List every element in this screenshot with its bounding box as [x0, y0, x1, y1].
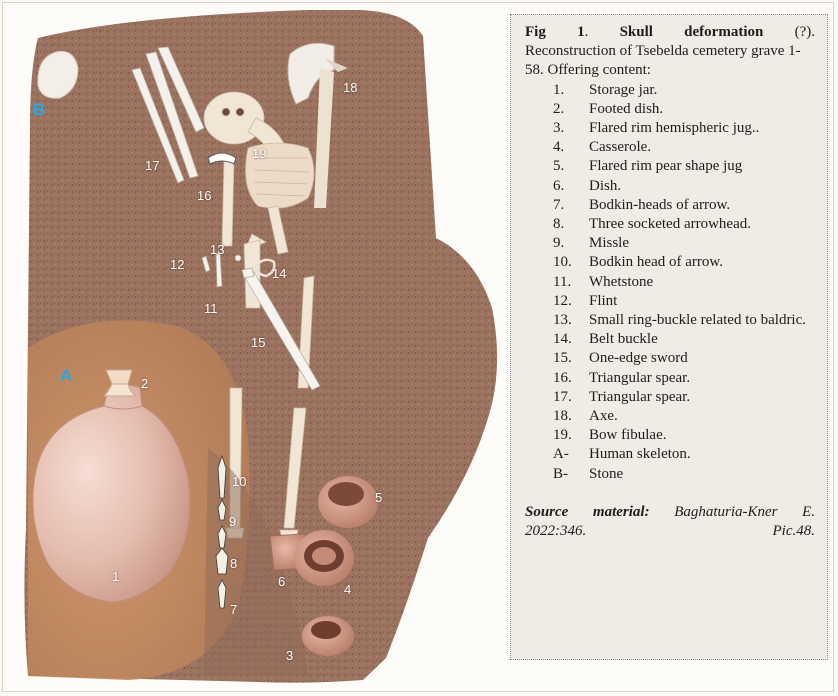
label-7: 7: [230, 602, 237, 617]
list-item: 15.One-edge sword: [553, 349, 815, 368]
label-8: 8: [230, 556, 237, 571]
label-17: 17: [145, 158, 159, 173]
source-note: Source material: Baghaturia-Kner E. 2022…: [525, 503, 815, 541]
label-15: 15: [251, 335, 265, 350]
list-item-text: Bodkin-heads of arrow.: [589, 196, 815, 215]
list-item-text: Flared rim pear shape jug: [589, 157, 815, 176]
list-item-key: 16.: [553, 369, 589, 388]
label-9: 9: [229, 514, 236, 529]
list-item-key: 1.: [553, 81, 589, 100]
jug-5: [318, 476, 378, 528]
caption-text: Reconstruction of Tsebelda cemetery grav…: [525, 42, 815, 80]
label-1: 1: [112, 569, 119, 584]
list-item-text: Bow fibulae.: [589, 426, 815, 445]
list-item-key: A-: [553, 445, 589, 464]
list-item-key: 4.: [553, 138, 589, 157]
list-item-text: Three socketed arrowhead.: [589, 215, 815, 234]
label-2: 2: [141, 376, 148, 391]
list-item-text: Triangular spear.: [589, 388, 815, 407]
source-label: Source material:: [525, 504, 650, 520]
list-item-key: 17.: [553, 388, 589, 407]
list-item-key: B-: [553, 465, 589, 484]
figure-caption: Fig 1. Skull deformation (?). Reconstruc…: [510, 14, 828, 660]
list-item-key: 12.: [553, 292, 589, 311]
list-item: 14.Belt buckle: [553, 330, 815, 349]
list-item-text: Missle: [589, 234, 815, 253]
stone-label: B: [33, 100, 45, 120]
list-item-text: One-edge sword: [589, 349, 815, 368]
list-item-text: Whetstone: [589, 273, 815, 292]
label-12: 12: [170, 257, 184, 272]
label-13: 13: [210, 242, 224, 257]
list-item: 6.Dish.: [553, 177, 815, 196]
list-item-key: 14.: [553, 330, 589, 349]
list-item: 11.Whetstone: [553, 273, 815, 292]
list-item-key: 11.: [553, 273, 589, 292]
list-item-key: 3.: [553, 119, 589, 138]
jug-3: [302, 616, 354, 656]
list-item: 5.Flared rim pear shape jug: [553, 157, 815, 176]
list-item: 7.Bodkin-heads of arrow.: [553, 196, 815, 215]
list-item-text: Storage jar.: [589, 81, 815, 100]
list-item-key: 2.: [553, 100, 589, 119]
list-item-text: Flared rim hemispheric jug..: [589, 119, 815, 138]
list-item: 3.Flared rim hemispheric jug..: [553, 119, 815, 138]
list-item-key: 8.: [553, 215, 589, 234]
list-item-key: 6.: [553, 177, 589, 196]
list-item-text: Stone: [589, 465, 815, 484]
list-item: 1.Storage jar.: [553, 81, 815, 100]
label-6: 6: [278, 574, 285, 589]
list-item-text: Axe.: [589, 407, 815, 426]
list-item-key: 5.: [553, 157, 589, 176]
list-item-key: 18.: [553, 407, 589, 426]
list-item-text: Dish.: [589, 177, 815, 196]
label-10: 10: [232, 474, 246, 489]
list-item-text: Casserole.: [589, 138, 815, 157]
fig-label: Fig 1: [525, 24, 585, 40]
list-item-key: 13.: [553, 311, 589, 330]
label-18: 18: [343, 80, 357, 95]
list-item: 18.Axe.: [553, 407, 815, 426]
label-19: 19: [252, 146, 266, 161]
list-item: B-Stone: [553, 465, 815, 484]
label-4: 4: [344, 582, 351, 597]
list-item: A-Human skeleton.: [553, 445, 815, 464]
list-item-key: 15.: [553, 349, 589, 368]
list-item: 16.Triangular spear.: [553, 369, 815, 388]
list-item-text: Small ring-buckle related to baldric.: [589, 311, 815, 330]
grave-reconstruction: B A 18 19 17 16 13 12 14 11 15 2 10 9 8 …: [8, 8, 508, 688]
list-item: 10.Bodkin head of arrow.: [553, 253, 815, 272]
label-16: 16: [197, 188, 211, 203]
list-item-key: 19.: [553, 426, 589, 445]
list-item: 17.Triangular spear.: [553, 388, 815, 407]
list-item-text: Human skeleton.: [589, 445, 815, 464]
caption-title-suffix: (?).: [795, 24, 815, 40]
list-item: 12.Flint: [553, 292, 815, 311]
offering-list: 1.Storage jar.2.Footed dish.3.Flared rim…: [525, 81, 815, 484]
list-item: 2.Footed dish.: [553, 100, 815, 119]
list-item: 9.Missle: [553, 234, 815, 253]
list-item: 8.Three socketed arrowhead.: [553, 215, 815, 234]
caption-title: Fig 1. Skull deformation (?).: [525, 23, 815, 42]
list-item-text: Bodkin head of arrow.: [589, 253, 815, 272]
casserole-4: [294, 530, 354, 586]
list-item-text: Belt buckle: [589, 330, 815, 349]
list-item: 13.Small ring-buckle related to baldric.: [553, 311, 815, 330]
label-5: 5: [375, 490, 382, 505]
caption-heading: Skull deformation: [620, 24, 764, 40]
list-item-text: Flint: [589, 292, 815, 311]
list-item-key: 7.: [553, 196, 589, 215]
list-item-text: Triangular spear.: [589, 369, 815, 388]
list-item-text: Footed dish.: [589, 100, 815, 119]
list-item: 4.Casserole.: [553, 138, 815, 157]
label-14: 14: [272, 266, 286, 281]
label-3: 3: [286, 648, 293, 663]
label-11: 11: [204, 301, 218, 316]
skeleton-label: A: [60, 366, 72, 386]
list-item-key: 9.: [553, 234, 589, 253]
list-item-key: 10.: [553, 253, 589, 272]
list-item: 19.Bow fibulae.: [553, 426, 815, 445]
